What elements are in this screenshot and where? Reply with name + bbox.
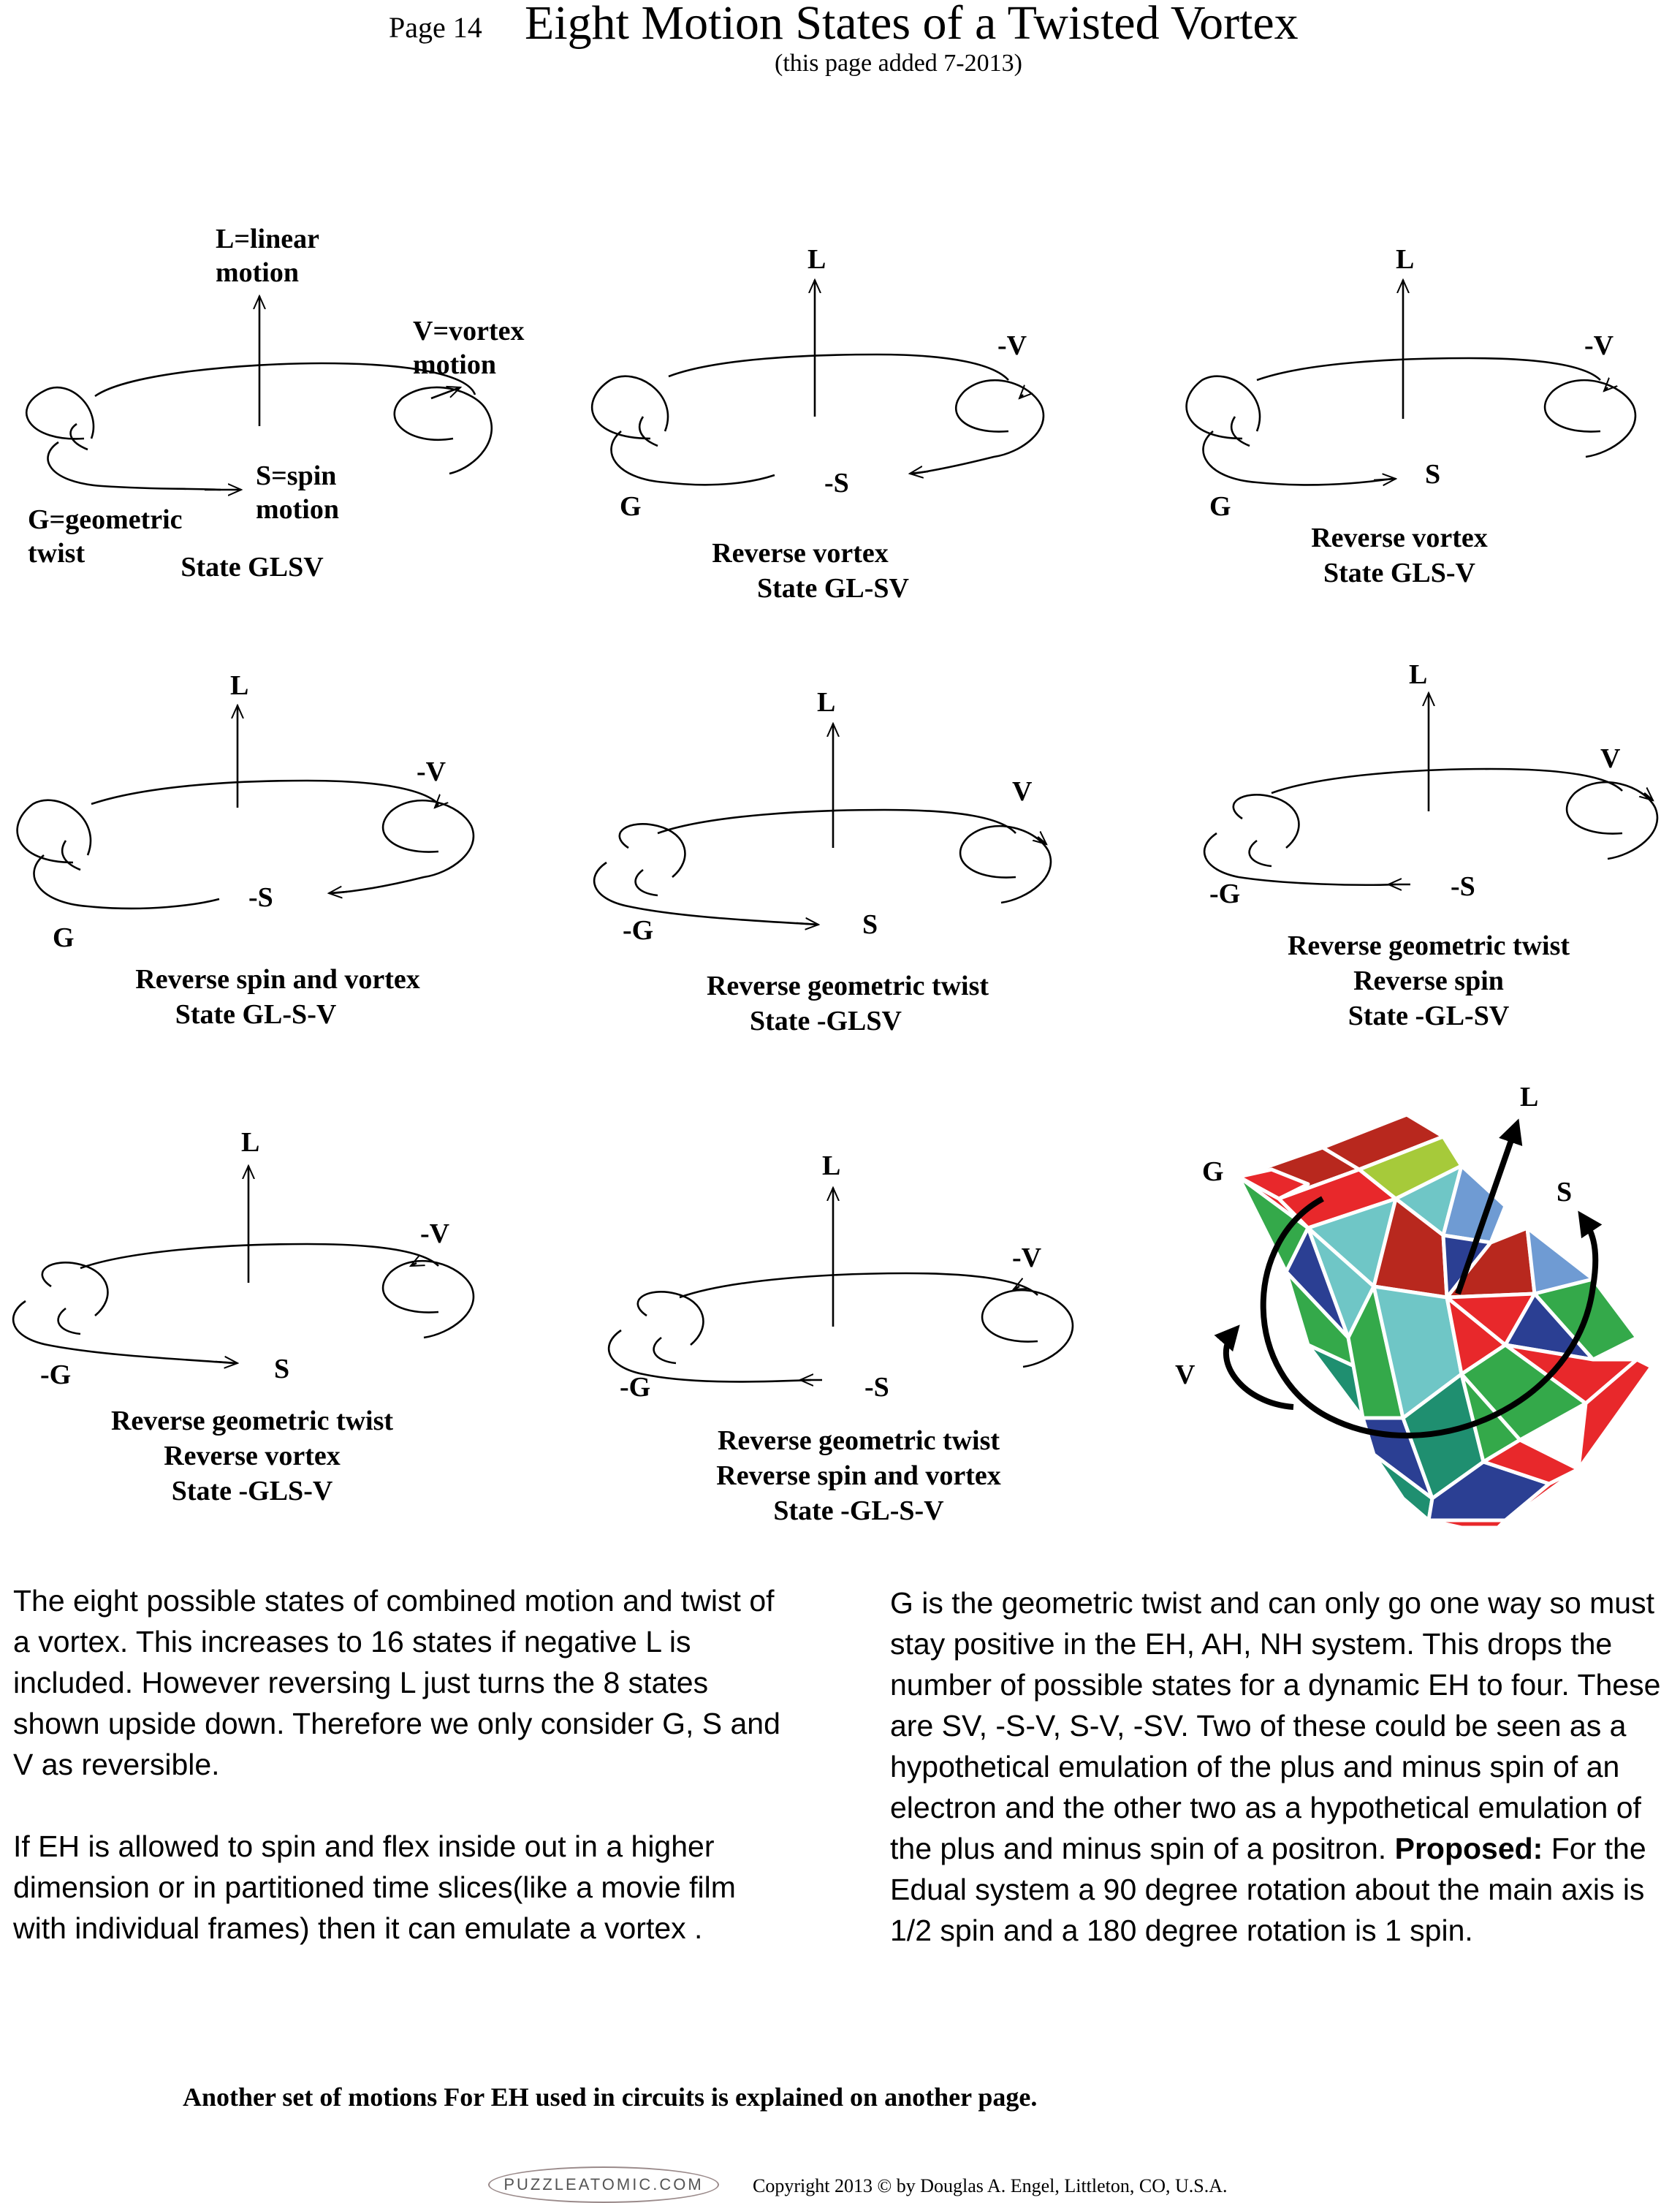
twist-loop-1 <box>26 386 95 440</box>
paragraph-emulate: If EH is allowed to spin and flex inside… <box>13 1829 736 1945</box>
label-g: G <box>1209 491 1231 522</box>
diagram-neg-gls-v <box>12 1166 475 1363</box>
state-caption: Reverse geometric twist State -GLSV <box>706 971 989 1036</box>
site-logo[interactable]: PUZZLEATOMIC.COM <box>488 2166 719 2203</box>
label-l: L <box>241 1127 260 1158</box>
label-g-sub: twist <box>28 538 85 569</box>
label-g: -G <box>623 915 654 946</box>
diagram-glsv <box>26 296 493 491</box>
spin-ring <box>1260 1196 1603 1438</box>
right-text: G is the geometric twist and can only go… <box>890 1582 1665 1951</box>
state-caption: Reverse vortex State GLS-V <box>1311 523 1488 588</box>
label-v: V <box>1012 776 1033 807</box>
label-v: V=vortex <box>413 316 525 346</box>
vortex-loop <box>393 386 493 475</box>
state-caption: Reverse spin and vortex State GL-S-V <box>135 964 420 1030</box>
proposed-label: Proposed: <box>1394 1832 1543 1865</box>
diagram-neg-gl-s-v <box>607 1188 1074 1381</box>
diagram-polyhedron <box>1236 1112 1654 1530</box>
label-l: L=linear <box>216 224 319 254</box>
label-s-sub: motion <box>256 494 339 525</box>
label-s: -S <box>824 468 849 498</box>
label-v-sub: motion <box>413 349 496 380</box>
diagram-gl-s-v <box>16 705 475 910</box>
paragraph-states: The eight possible states of combined mo… <box>13 1584 780 1781</box>
label-g: G <box>53 922 75 953</box>
label-v: -V <box>420 1218 450 1249</box>
label-g: -G <box>620 1372 651 1403</box>
label-v: -V <box>1012 1243 1042 1273</box>
label-s: S <box>274 1354 290 1384</box>
label-v: -V <box>1584 330 1614 361</box>
label-l-sub: motion <box>216 257 299 288</box>
vortex-curve <box>1214 1324 1294 1410</box>
diagram-gl-sv <box>590 280 1045 486</box>
label-l: L <box>1409 659 1428 690</box>
diagram-neg-glsv <box>593 724 1052 925</box>
label-g: G <box>1202 1156 1224 1187</box>
label-l: L <box>822 1150 841 1181</box>
label-g: G=geometric <box>28 504 183 535</box>
label-s: -S <box>864 1372 889 1403</box>
label-v: V <box>1600 743 1621 774</box>
label-g: G <box>620 491 642 522</box>
label-l: L <box>230 670 249 701</box>
copyright: Copyright 2013 © by Douglas A. Engel, Li… <box>753 2175 1228 2196</box>
state-caption: Reverse geometric twist Reverse spin Sta… <box>1287 930 1570 1031</box>
label-s: S <box>1425 459 1441 490</box>
vortex-arrow <box>430 387 460 400</box>
polyhedron-arrows <box>1214 1118 1603 1438</box>
page-title: Eight Motion States of a Twisted Vortex <box>525 0 1299 50</box>
label-s: -S <box>1451 871 1475 902</box>
linear-axis <box>1455 1118 1523 1295</box>
label-v: -V <box>997 330 1027 361</box>
state-caption: Reverse geometric twist Reverse vortex S… <box>110 1406 394 1506</box>
diagram-neg-gl-sv <box>1203 693 1659 885</box>
label-s: S <box>1557 1177 1573 1207</box>
label-s: S=spin <box>256 460 337 491</box>
face <box>1576 1357 1654 1471</box>
paragraph-geometric-twist: G is the geometric twist and can only go… <box>890 1586 1661 1865</box>
label-g: -G <box>40 1360 72 1390</box>
face <box>1426 1518 1508 1530</box>
diagram-gls-v <box>1185 280 1637 485</box>
proposed-text: For the Edual system a 90 degree rotatio… <box>890 1832 1646 1947</box>
label-s: -S <box>248 882 273 913</box>
orbit-ring <box>94 362 476 398</box>
label-v: -V <box>417 757 446 787</box>
state-caption: Reverse geometric twist Reverse spin and… <box>716 1425 1001 1526</box>
label-g: -G <box>1209 879 1241 909</box>
page-subtitle: (this page added 7-2013) <box>775 50 1022 77</box>
page-number: Page 14 <box>389 11 482 44</box>
label-l: L <box>807 244 826 275</box>
state-caption: State GLSV <box>180 552 324 583</box>
label-l: L <box>817 687 836 718</box>
twist-loop-2 <box>47 441 221 491</box>
state-caption: Reverse vortex State GL-SV <box>712 538 909 604</box>
footer-note: Another set of motions For EH used in ci… <box>183 2082 1038 2112</box>
left-text: The eight possible states of combined mo… <box>13 1580 780 1949</box>
label-l: L <box>1396 244 1415 275</box>
label-s: S <box>862 909 878 940</box>
label-v: V <box>1175 1360 1196 1390</box>
label-l: L <box>1520 1082 1539 1112</box>
face <box>1496 1467 1581 1530</box>
